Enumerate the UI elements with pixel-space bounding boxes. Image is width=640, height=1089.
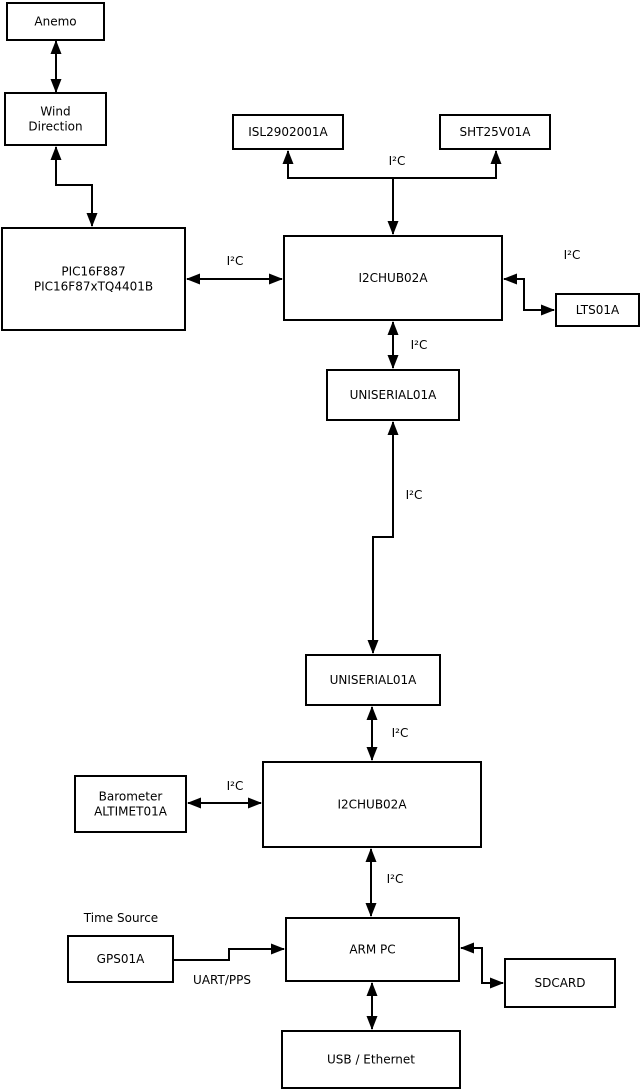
node-lts01a: LTS01A <box>555 293 640 327</box>
node-label-pic16f887-line2: PIC16F87xTQ4401B <box>34 280 153 294</box>
edge-wind-direction--pic <box>50 146 98 227</box>
node-label-wind-direction-line1: Wind <box>40 105 70 119</box>
node-i2chub02a-2: I2CHUB02A <box>262 761 482 848</box>
node-sdcard: SDCARD <box>504 958 616 1008</box>
node-label-gps01a-line1: GPS01A <box>97 952 145 966</box>
node-sht25v01a: SHT25V01A <box>439 114 551 150</box>
node-isl2902001a: ISL2902001A <box>232 114 344 150</box>
node-label-barometer-altimet01a-line2: ALTIMET01A <box>94 805 168 819</box>
node-label-uniserial01a-2-line1: UNISERIAL01A <box>330 673 418 687</box>
edge-arm-pc--sdcard <box>460 942 504 989</box>
label-i2c-uni1-uni2: I²C <box>406 488 423 502</box>
node-label-uniserial01a-1-line1: UNISERIAL01A <box>350 388 438 402</box>
node-label-sdcard-line1: SDCARD <box>534 976 585 990</box>
label-i2c-hub1-uni1: I²C <box>411 338 428 352</box>
node-label-sht25v01a-line1: SHT25V01A <box>460 125 532 139</box>
node-uniserial01a-1: UNISERIAL01A <box>326 369 460 421</box>
label-uart-pps: UART/PPS <box>193 973 251 987</box>
label-i2c-uni2-hub2: I²C <box>392 726 409 740</box>
node-usb-ethernet: USB / Ethernet <box>281 1030 461 1089</box>
node-uniserial01a-2: UNISERIAL01A <box>305 654 441 706</box>
node-anemo: Anemo <box>6 2 105 41</box>
node-gps01a: GPS01A <box>67 935 174 983</box>
label-i2c-bus-top: I²C <box>389 154 406 168</box>
node-label-usb-ethernet-line1: USB / Ethernet <box>327 1053 415 1067</box>
edges-layer <box>50 40 555 1030</box>
label-time-source: Time Source <box>83 911 158 925</box>
node-label-barometer-altimet01a-line1: Barometer <box>99 790 163 804</box>
label-i2c-pic-hub1: I²C <box>227 254 244 268</box>
edge-labels-layer: I²C I²C I²C I²C I²C I²C I²C I²C Time SourceUART/… <box>83 154 581 987</box>
node-label-lts01a-line1: LTS01A <box>576 303 620 317</box>
node-label-i2chub02a-1-line1: I2CHUB02A <box>358 271 428 285</box>
edge-i2chub1--lts01a <box>503 273 555 316</box>
node-label-anemo-line1: Anemo <box>34 15 76 29</box>
node-label-arm-pc-line1: ARM PC <box>349 943 395 957</box>
label-i2c-hub2-arm: I²C <box>387 872 404 886</box>
node-label-i2chub02a-2-line1: I2CHUB02A <box>337 798 407 812</box>
label-i2c-baro-hub2: I²C <box>227 779 244 793</box>
node-arm-pc: ARM PC <box>285 917 460 982</box>
node-label-isl2902001a-line1: ISL2902001A <box>248 125 328 139</box>
edge-uniserial1--uniserial2 <box>367 421 399 654</box>
node-label-wind-direction-line2: Direction <box>28 120 82 134</box>
label-i2c-hub1-lts: I²C <box>564 248 581 262</box>
node-i2chub02a-1: I2CHUB02A <box>283 235 503 321</box>
edge-gps01a--arm-pc <box>173 943 285 961</box>
node-label-pic16f887-line1: PIC16F887 <box>61 265 125 279</box>
